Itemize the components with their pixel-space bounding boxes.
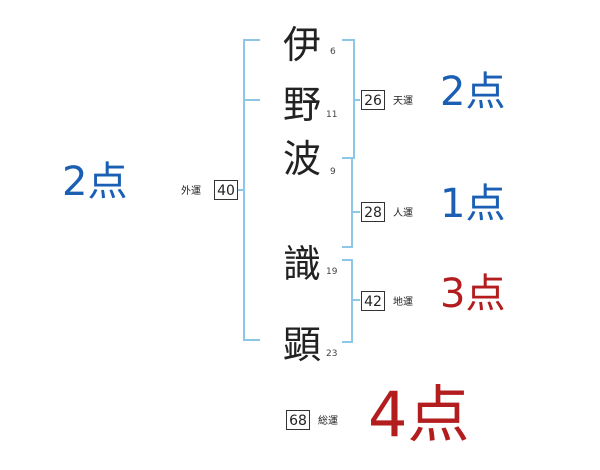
jinkaku-score: 1点 (440, 181, 506, 227)
tenkaku-bracket (342, 39, 360, 159)
soukaku-value-box: 68 (286, 410, 310, 430)
jinkaku-bracket (342, 157, 360, 248)
chikaku-label: 地運 (393, 297, 413, 308)
jinkaku-value-box: 28 (361, 202, 385, 222)
name-char-1: 伊 (283, 23, 322, 67)
soukaku-score: 4点 (368, 378, 470, 451)
stroke-count-2: 11 (326, 110, 338, 120)
soukaku-label: 総運 (318, 416, 338, 427)
name-char-2: 野 (283, 83, 322, 127)
chikaku-value-box: 42 (361, 291, 385, 311)
chikaku-bracket (342, 259, 360, 343)
jinkaku-label: 人運 (393, 208, 413, 219)
tenkaku-value-box: 26 (361, 90, 385, 110)
stroke-count-3: 9 (330, 167, 336, 177)
tenkaku-score: 2点 (440, 69, 506, 115)
tenkaku-label: 天運 (393, 96, 413, 107)
gaikaku-bracket (238, 39, 260, 341)
stroke-count-5: 23 (326, 349, 338, 359)
gaikaku-value-box: 40 (214, 180, 238, 200)
name-char-3: 波 (283, 137, 322, 181)
chikaku-score: 3点 (440, 271, 506, 317)
gaikaku-score: 2点 (62, 159, 128, 205)
stroke-count-4: 19 (326, 267, 338, 277)
name-char-4: 識 (283, 242, 322, 286)
name-char-5: 顕 (283, 323, 322, 367)
stroke-count-1: 6 (330, 47, 336, 57)
gaikaku-label: 外運 (181, 186, 201, 197)
